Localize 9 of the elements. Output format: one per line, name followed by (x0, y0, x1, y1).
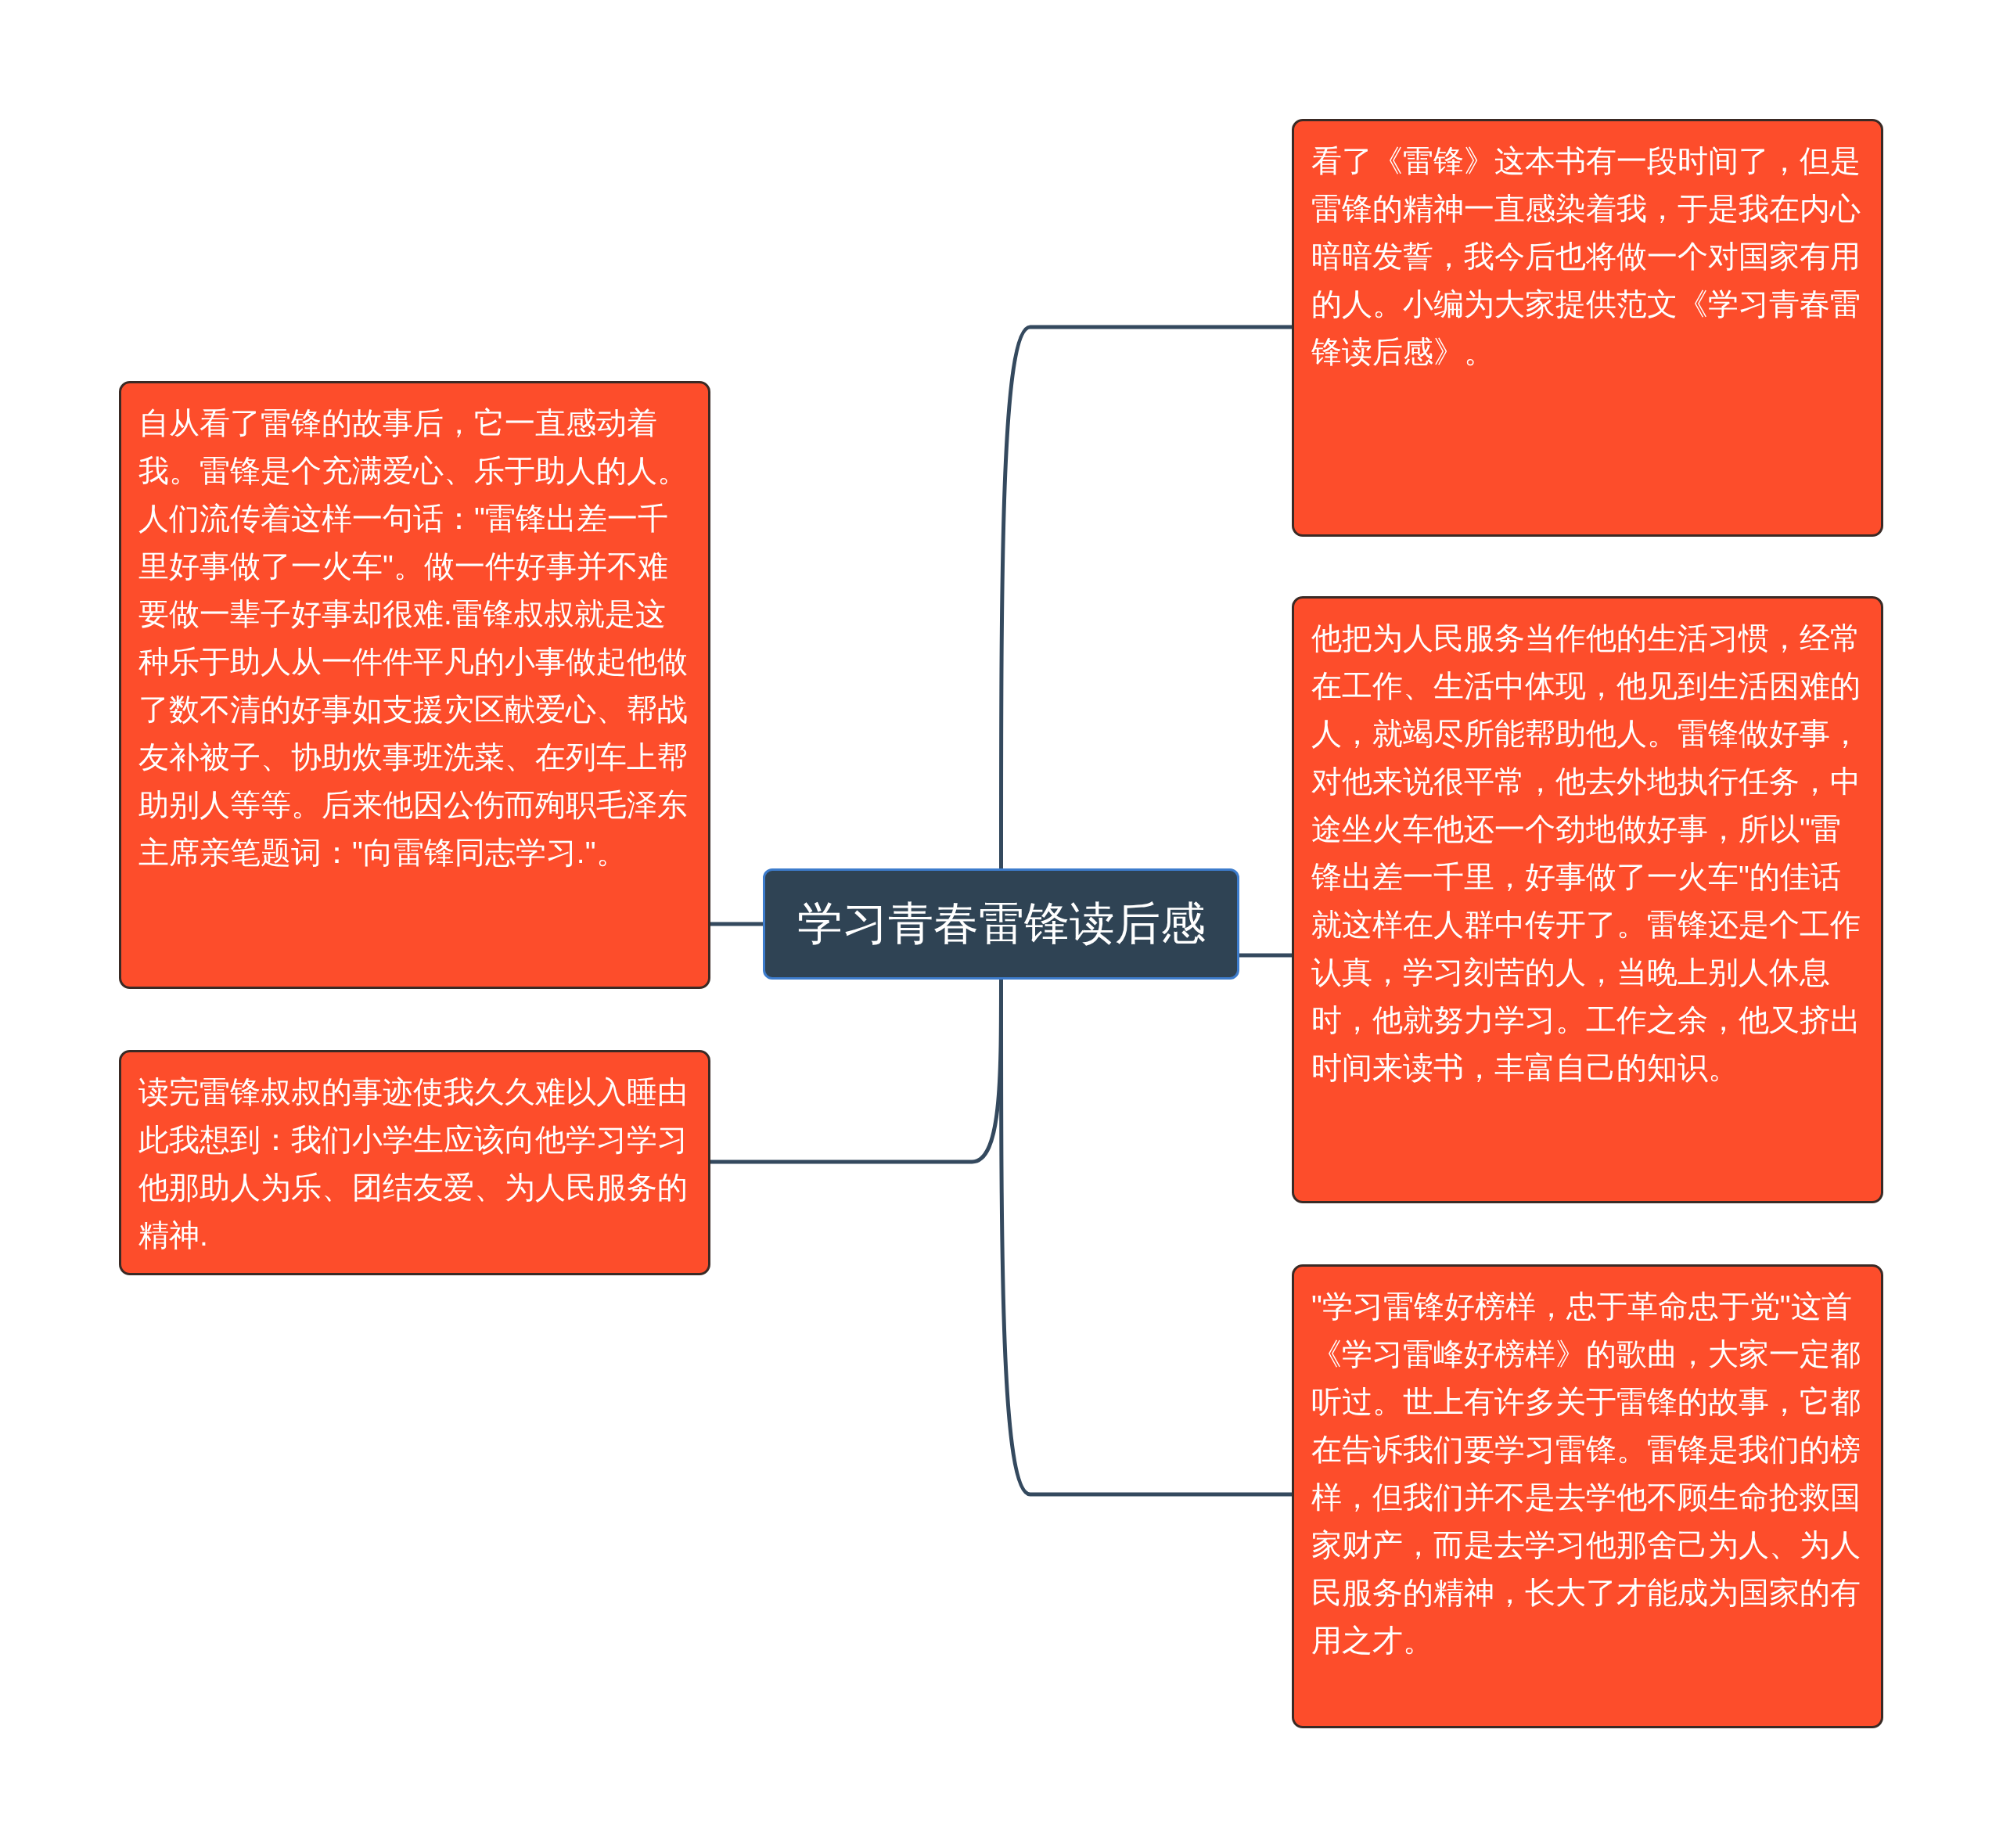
text-box: "学习雷锋好榜样，忠于革命忠于党"这首《学习雷峰好榜样》的歌曲，大家一定都听过。世上有许多关于雷锋的故事，它都在告诉我们要学习雷锋。雷锋是我们的榜样，但我们并不是去学他不顾生命抢救国家财产，而是去学习他那舍己为人、为人民服务的精神，长大了才能成为国家的有用之才。 (1292, 1264, 1883, 1728)
text-box: 他把为人民服务当作他的生活习惯，经常在工作、生活中体现，他见到生活困难的人，就竭尽所能帮助他人。雷锋做好事，对他来说很平常，他去外地执行任务，中途坐火车他还一个劲地做好事，所以"雷锋出差一千里，好事做了一火车"的佳话就这样在人群中传开了。雷锋还是个工作认真，学习刻苦的人，当晚上别人休息时，他就努力学习。工作之余，他又挤出时间来读书，丰富自己的知识。 (1292, 596, 1883, 1203)
connector-line (999, 325, 1292, 868)
connector-line (710, 922, 763, 926)
topic-box: 学习青春雷锋读后感 (763, 868, 1239, 980)
text-box: 自从看了雷锋的故事后，它一直感动着我。雷锋是个充满爱心、乐于助人的人。人们流传着这样一句话："雷锋出差一千里好事做了一火车"。做一件好事并不难要做一辈子好事却很难.雷锋叔叔就是这种乐于助人从一件件平凡的小事做起他做了数不清的好事如支援灾区献爱心、帮战友补被子、协助炊事班洗菜、在列车上帮助别人等等。后来他因公伤而殉职毛泽东主席亲笔题词："向雷锋同志学习."。 (119, 381, 710, 989)
connector-line (1239, 953, 1292, 958)
text-box: 读完雷锋叔叔的事迹使我久久难以入睡由此我想到：我们小学生应该向他学习学习他那助人为乐、团结友爱、为人民服务的精神. (119, 1050, 710, 1275)
text-box: 看了《雷锋》这本书有一段时间了，但是雷锋的精神一直感染着我，于是我在内心暗暗发誓，我今后也将做一个对国家有用的人。小编为大家提供范文《学习青春雷锋读后感》。 (1292, 119, 1883, 537)
